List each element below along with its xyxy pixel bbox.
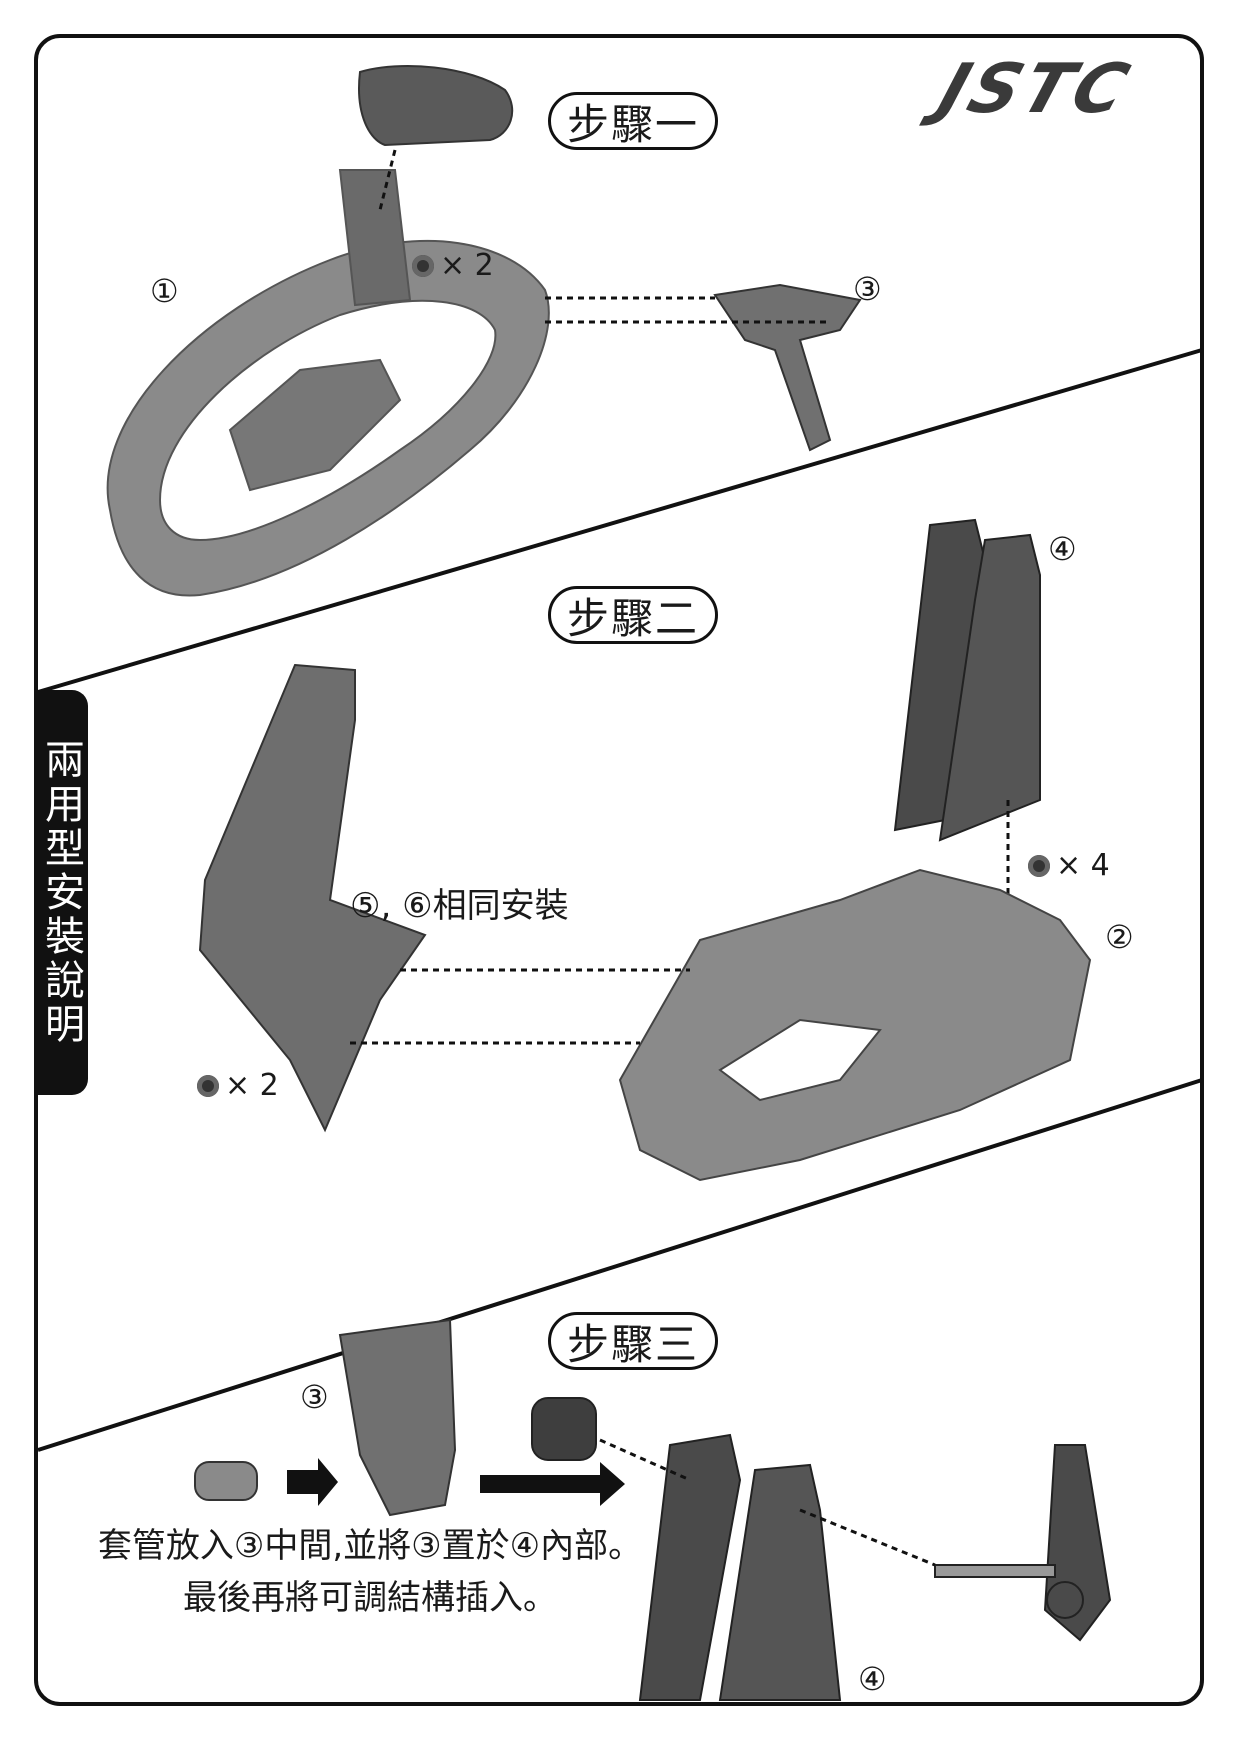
step3-note-line1: 套管放入③中間,並將③置於④內部。 [97,1526,643,1566]
adjuster-pin [934,1444,1112,1642]
bolt-icon [197,1074,219,1097]
step3-part-label-3: ③ [300,1378,329,1416]
divider-step1-step2 [37,348,1203,694]
part-3-bracket [713,283,862,452]
step3-title: 步驟三 [548,1312,719,1370]
part-1-rack [106,169,550,597]
step2-bolt-qty-top: × 4 [1028,848,1110,883]
side-title-tab: 兩用型安裝說明 [34,690,88,1095]
step3-part-label-4: ④ [858,1660,887,1698]
arrow-right-icon [287,1458,338,1506]
step1-part-label-1: ① [150,272,179,310]
arrow-right-icon [480,1462,625,1506]
step1-part-label-3: ③ [853,270,882,308]
sleeve-tube [194,1461,258,1501]
part-5-plate [198,663,427,1133]
bolt-icon [412,254,434,277]
step2-title: 步驟二 [548,586,719,644]
step2-bolt-qty-left: × 2 [197,1068,279,1103]
step1-bolt-qty: × 2 [412,248,494,283]
dash-s3-b [799,1508,936,1567]
step2-part-label-2: ② [1105,918,1134,956]
step1-title: 步驟一 [548,92,719,150]
step2-note: ⑤, ⑥相同安裝 [350,886,569,926]
part-3-bracket-step3 [338,1318,457,1517]
part-2-main-bracket [618,868,1092,1182]
step3-note-line2: 最後再將可調結構插入。 [183,1578,557,1618]
part-top-cap [358,65,514,147]
step2-part-label-4: ④ [1048,530,1077,568]
dash-s3-a [599,1438,691,1482]
divider-step2-step3 [37,1078,1203,1452]
step3-instructions: 套管放入③中間,並將③置於④內部。 最後再將可調結構插入。 [80,1520,660,1624]
bushing [531,1397,597,1461]
part-4-uprights [893,518,1041,842]
bolt-icon [1028,854,1050,877]
side-title-text: 兩用型安裝說明 [38,738,84,1047]
part-4-uprights-step3 [638,1433,842,1701]
